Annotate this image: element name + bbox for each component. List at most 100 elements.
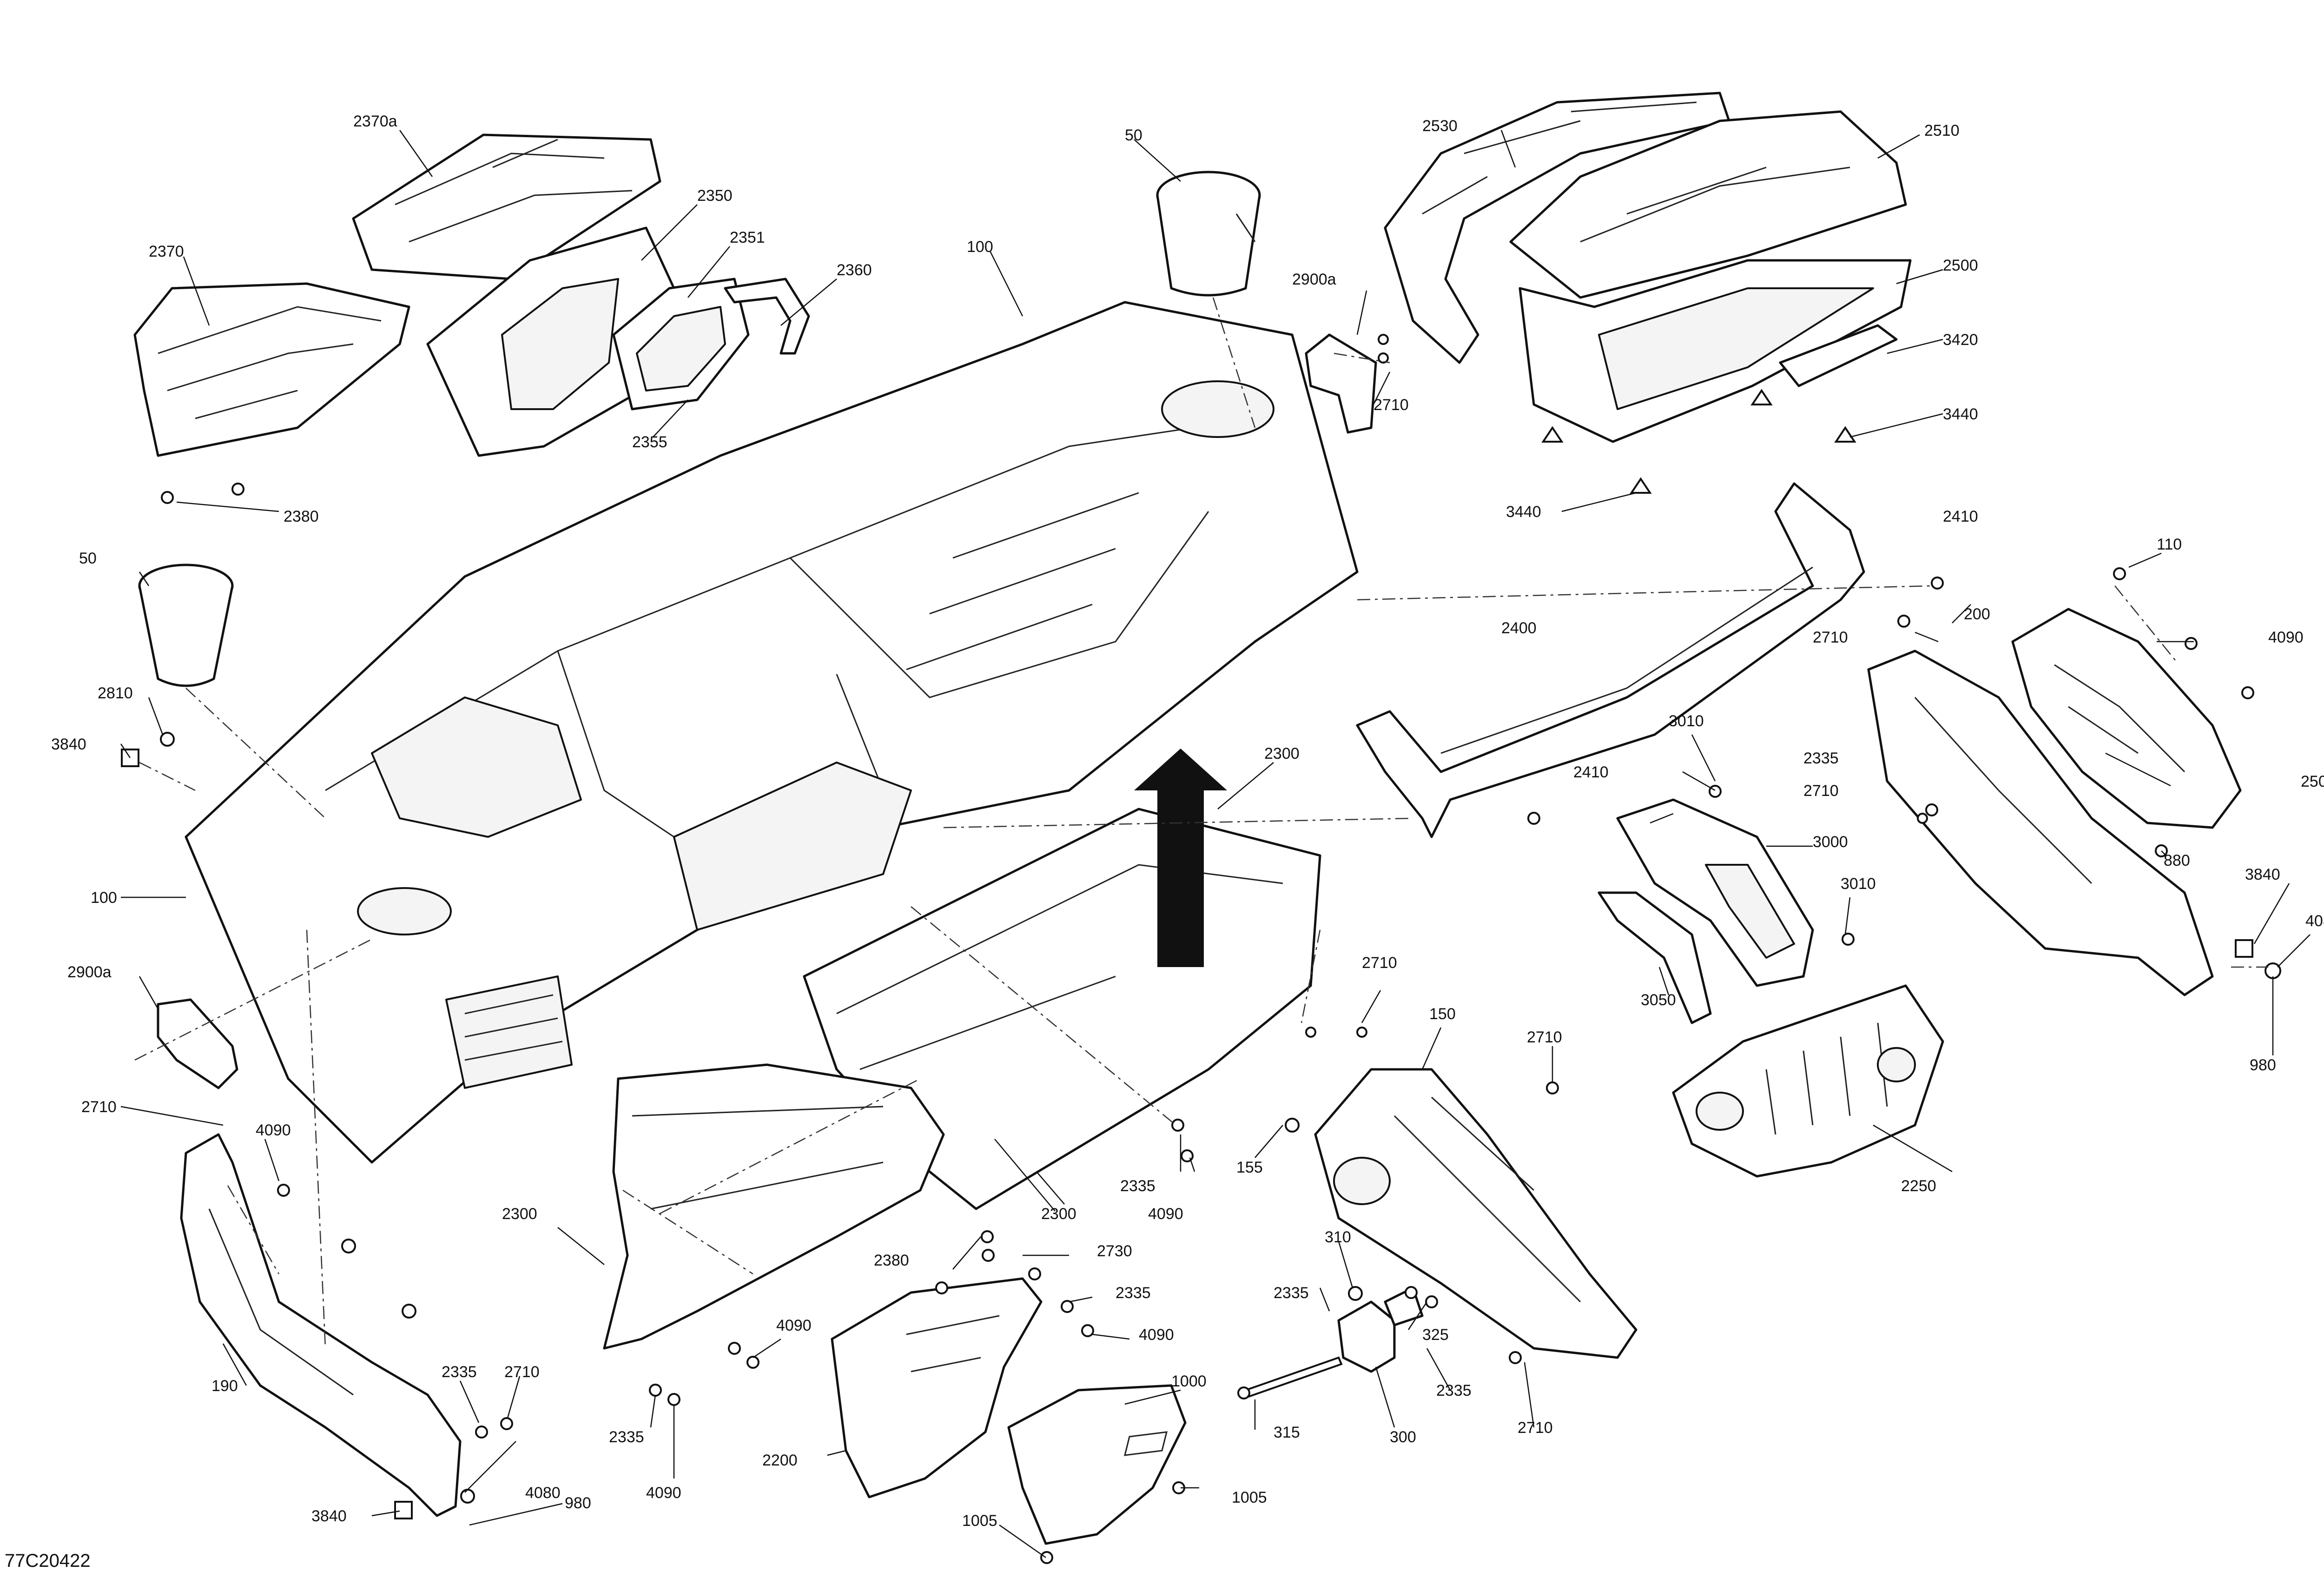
callout-100-left: 100 [91, 889, 117, 907]
callout-3010-lower: 3010 [1841, 875, 1876, 893]
part-2370a-lid [352, 133, 661, 280]
callout-2370: 2370 [149, 243, 184, 260]
callout-4090-center: 4090 [1148, 1205, 1183, 1223]
callout-2200: 2200 [762, 1452, 798, 1469]
callout-2710-right: 2710 [1813, 629, 1848, 646]
callout-3420: 3420 [1943, 331, 1978, 349]
callout-2300-mid: 2300 [1041, 1205, 1076, 1223]
callout-110: 110 [2157, 536, 2182, 553]
callout-2300-top: 2300 [1264, 745, 1300, 762]
callout-2335-bottom: 2335 [609, 1428, 644, 1446]
part-1000-lid [1007, 1384, 1187, 1545]
part-2400-crossbeam [1356, 482, 1865, 838]
callout-2351: 2351 [730, 229, 765, 246]
part-2500-basket [1519, 259, 1912, 443]
callout-2900a-left: 2900a [67, 963, 112, 981]
callout-3440-left: 3440 [1506, 503, 1541, 521]
callout-315: 315 [1274, 1424, 1300, 1441]
callout-2400: 2400 [1501, 619, 1537, 637]
callout-190: 190 [211, 1377, 238, 1395]
callout-4080-right: 4080 [2305, 912, 2324, 930]
part-2351-bezel [612, 278, 750, 411]
part-50-cupholder-top [1156, 171, 1261, 297]
part-200-bracket [1867, 650, 2214, 996]
callout-2300-left: 2300 [502, 1205, 537, 1223]
callout-3050: 3050 [1641, 991, 1676, 1009]
callout-980-lowleft: 980 [565, 1494, 591, 1512]
callout-100-top: 100 [967, 238, 993, 256]
callout-4090-bottom: 4090 [776, 1317, 812, 1334]
callout-155: 155 [1236, 1159, 1263, 1176]
callout-2410-upper: 2410 [1943, 508, 1978, 525]
callout-2335-right: 2335 [1803, 749, 1839, 767]
part-50-cupholder-left [138, 564, 234, 687]
callout-325: 325 [1422, 1326, 1449, 1344]
document-id: 77C20422 [5, 1551, 91, 1571]
callout-3000: 3000 [1813, 833, 1848, 851]
part-2510-cover [1509, 110, 1907, 299]
callout-2900a-top: 2900a [1292, 271, 1336, 288]
part-300-module [1337, 1286, 1424, 1373]
callout-250: 250 [2301, 773, 2324, 790]
callout-3440-right: 3440 [1943, 405, 1978, 423]
callout-1000: 1000 [1171, 1372, 1207, 1390]
callout-2710-midright: 2710 [1803, 782, 1839, 800]
callout-200: 200 [1964, 605, 1990, 623]
part-150-support [1314, 1068, 1637, 1359]
callout-880: 880 [2164, 852, 2190, 869]
callout-2710-lowright: 2710 [1518, 1419, 1553, 1437]
callout-2335-lowcenter: 2335 [1274, 1284, 1309, 1302]
callout-2380: 2380 [284, 508, 319, 525]
callout-4090-lower: 4090 [1139, 1326, 1174, 1344]
callout-3010-upper: 3010 [1669, 712, 1704, 730]
callout-2810: 2810 [98, 684, 133, 702]
part-2360-clip [724, 278, 810, 355]
part-190-rail [180, 1133, 462, 1517]
part-2370-bin [133, 282, 410, 457]
callout-2730: 2730 [1097, 1242, 1132, 1260]
part-2900a-bracket-left [157, 998, 238, 1089]
callout-2710-top: 2710 [1373, 396, 1409, 414]
part-250-housing [2011, 608, 2242, 829]
callout-2360: 2360 [837, 261, 872, 279]
callout-300: 300 [1390, 1428, 1416, 1446]
callout-2510: 2510 [1924, 122, 1960, 139]
callout-1005-right: 1005 [1232, 1489, 1267, 1506]
callout-2250: 2250 [1901, 1177, 1936, 1195]
callout-2350: 2350 [697, 187, 733, 205]
callout-2355: 2355 [632, 433, 667, 451]
callout-2710-lowleft: 2710 [504, 1363, 540, 1381]
callout-2335-lowright: 2335 [1436, 1382, 1472, 1399]
callout-2530: 2530 [1422, 117, 1458, 135]
part-2350-frame [426, 226, 675, 457]
callout-310: 310 [1325, 1228, 1351, 1246]
callout-4090-right: 4090 [2268, 629, 2304, 646]
callout-2335-lower: 2335 [1116, 1284, 1151, 1302]
callout-2410-lower: 2410 [1573, 763, 1609, 781]
part-2250-vents [1672, 984, 1944, 1178]
callout-2370a: 2370a [353, 113, 397, 130]
callout-3840-right: 3840 [2245, 866, 2280, 883]
part-3420-strip [1779, 324, 1898, 387]
part-2200-panel [831, 1277, 1043, 1498]
assembly-lines [134, 297, 2268, 1349]
callout-2335-lowleft: 2335 [442, 1363, 477, 1381]
part-3000-cover [1616, 798, 1814, 987]
hw-315-bolt [1237, 1356, 1343, 1399]
callout-2710-mid: 2710 [1362, 954, 1397, 972]
callout-2380-lower: 2380 [874, 1252, 909, 1269]
part-2900a-bracket-top [1305, 333, 1377, 434]
part-2530-tray [1384, 92, 1730, 364]
callout-labels: 2370a 2370 2350 2351 2360 2355 2380 50 1… [51, 113, 2324, 1530]
callout-150: 150 [1429, 1005, 1456, 1023]
part-3050-brace [1598, 891, 1712, 1024]
callout-3840-lowleft: 3840 [311, 1507, 347, 1525]
callout-4090-bottomleft: 4090 [646, 1484, 681, 1502]
leader-lines [120, 130, 2311, 1558]
part-2300-tray-lower [603, 1063, 945, 1350]
callout-980-right: 980 [2250, 1056, 2276, 1074]
direction-arrow [1134, 749, 1227, 967]
callout-3840-left: 3840 [51, 736, 86, 753]
callout-1005-left: 1005 [962, 1512, 997, 1530]
